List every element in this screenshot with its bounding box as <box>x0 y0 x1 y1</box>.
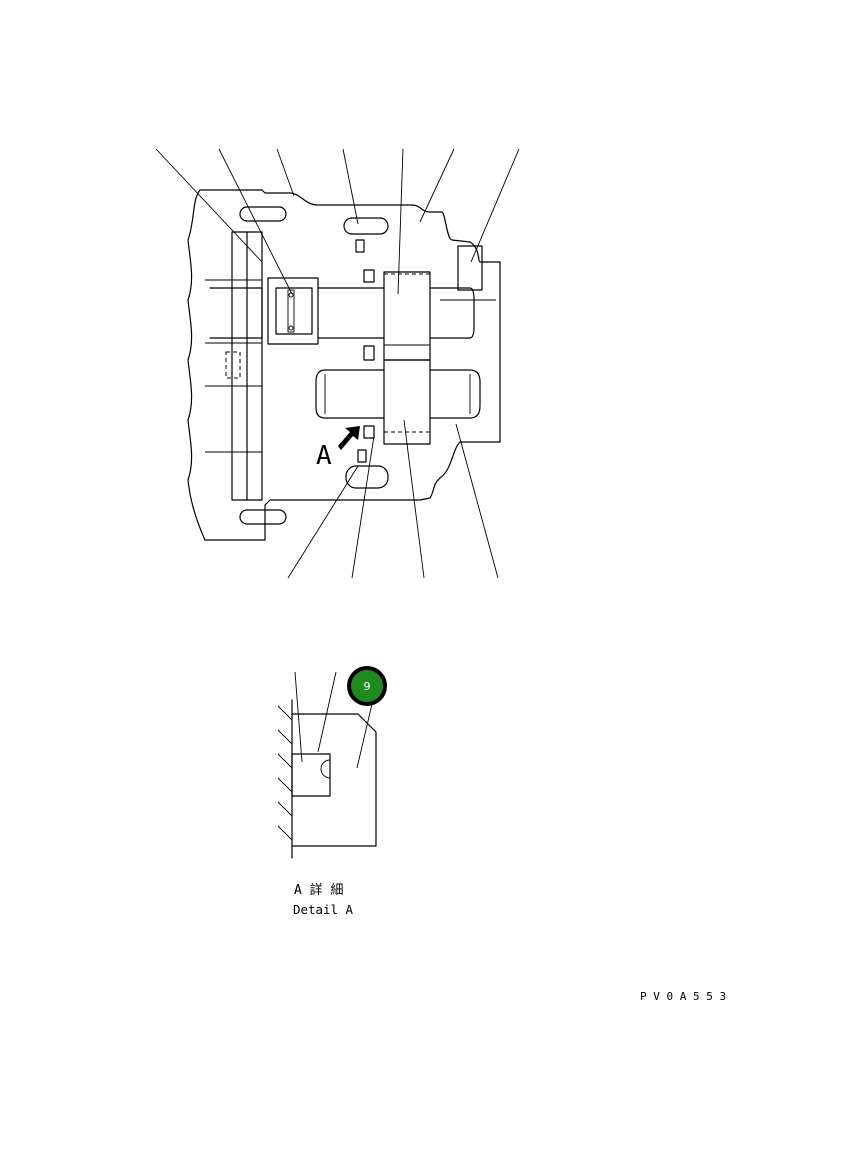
main-section-view: A <box>155 148 520 579</box>
leader-top-2 <box>218 148 293 295</box>
needle-1 <box>288 292 294 298</box>
lower-shaft <box>315 369 481 419</box>
view-arrow <box>338 426 360 450</box>
needle-2 <box>288 325 294 331</box>
needle-bearing <box>287 289 295 333</box>
bolt-bottom-left <box>239 509 287 525</box>
pin-upper <box>355 239 365 253</box>
seal-block-2 <box>363 345 375 361</box>
bolt-top-right <box>343 217 389 235</box>
leader-top-4 <box>342 148 359 225</box>
detail-a-view: 9 A 詳 細 Detail A <box>277 666 387 917</box>
detail-key-notch <box>320 759 331 779</box>
leader-top-3 <box>276 148 295 197</box>
bolt-top-left <box>239 206 287 222</box>
leader-top-5 <box>397 148 404 295</box>
leader-bottom-2 <box>351 435 375 579</box>
upper-shaft <box>317 287 385 339</box>
hatch-3 <box>277 753 293 769</box>
seal-block-3 <box>363 425 375 439</box>
view-marker: A <box>316 441 332 471</box>
detail-leader-1 <box>294 671 303 763</box>
detail-title-jp: A 詳 細 <box>294 882 343 898</box>
lower-gear <box>383 359 431 445</box>
leader-top-7 <box>470 148 520 263</box>
detail-leader-2 <box>317 671 337 753</box>
detail-key <box>291 753 331 797</box>
hatch-6 <box>277 825 293 841</box>
hatch-1 <box>277 705 293 721</box>
callout-bubble[interactable] <box>347 666 387 706</box>
leader-bottom-4 <box>455 423 499 579</box>
bolt-bottom-right <box>345 465 389 489</box>
upper-gear <box>383 271 431 361</box>
left-shaft <box>209 287 263 339</box>
leader-bottom-3 <box>403 419 425 579</box>
hatch-5 <box>277 801 293 817</box>
side-plug <box>457 245 483 291</box>
detail-body <box>291 713 377 847</box>
bearing-inner <box>275 287 313 335</box>
hidden-feature <box>225 351 241 379</box>
seal-block-1 <box>363 269 375 283</box>
drawing-code: P V 0 A 5 5 3 <box>640 990 726 1003</box>
pin-lower <box>357 449 367 463</box>
bearing-block <box>267 277 319 345</box>
hatch-2 <box>277 729 293 745</box>
callout-number: 9 <box>364 680 371 693</box>
housing-outline <box>187 189 501 541</box>
detail-leader-3 <box>356 703 373 769</box>
upper-shaft-right <box>429 287 475 339</box>
leader-top-1 <box>155 148 263 263</box>
leader-bottom-1 <box>287 465 359 579</box>
hatch-4 <box>277 777 293 793</box>
leader-top-6 <box>419 148 455 223</box>
detail-title-en: Detail A <box>293 903 354 917</box>
